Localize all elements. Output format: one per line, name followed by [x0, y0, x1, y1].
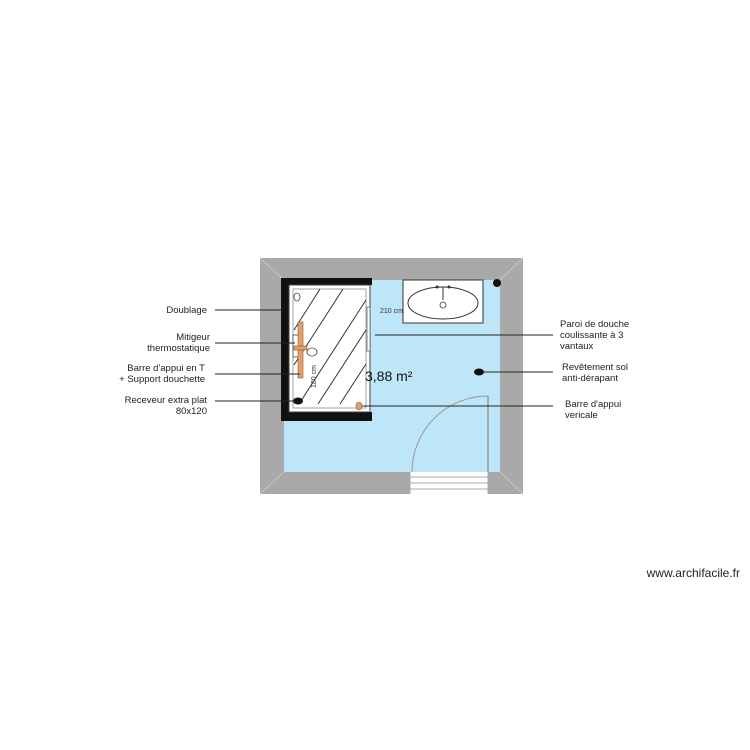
- label-mitigeur-line1: Mitigeur: [176, 332, 210, 343]
- vertical-grab-bar: [355, 401, 363, 411]
- left-leader-lines: [215, 309, 300, 402]
- washbasin: [402, 279, 484, 324]
- label-barre-v-line1: Barre d'appui: [565, 399, 621, 410]
- label-receveur-line1: Receveur extra plat: [125, 395, 208, 406]
- t-grab-bar: [293, 321, 308, 379]
- label-mitigeur-line2: thermostatique: [147, 343, 210, 354]
- watermark-url: www.archifacile.fr: [646, 566, 740, 580]
- shower-screen: [366, 306, 371, 352]
- label-barre-v-line2: vericale: [565, 410, 598, 421]
- doublage-lining: [281, 278, 372, 421]
- label-paroi-line3: vantaux: [560, 341, 594, 352]
- shower-head-base: [293, 397, 303, 405]
- label-receveur-line2: 80x120: [176, 406, 207, 417]
- label-barre-t-line2: + Support douchette: [119, 374, 205, 385]
- room-area: 3,88 m²: [365, 368, 413, 384]
- corner-marker: [493, 279, 501, 287]
- door-threshold-lines: [409, 472, 489, 494]
- shower-length-dimension: 180 cm: [311, 365, 318, 388]
- door-swing-arc: [411, 395, 489, 473]
- label-barre-t-line1: Barre d'appui en T: [127, 363, 205, 374]
- shower-drain: [293, 292, 301, 302]
- room-width-dimension: 210 cm: [380, 308, 403, 315]
- label-revetement-line1: Revêtement sol: [562, 362, 628, 373]
- right-leader-lines: [362, 334, 553, 407]
- label-revetement-line2: anti-dérapant: [562, 373, 618, 384]
- label-paroi-line2: coulissante à 3: [560, 330, 623, 341]
- floor-marker: [474, 368, 484, 376]
- wall-corner-lines: [259, 257, 524, 495]
- label-doublage: Doublage: [166, 305, 207, 316]
- label-paroi-line1: Paroi de douche: [560, 319, 629, 330]
